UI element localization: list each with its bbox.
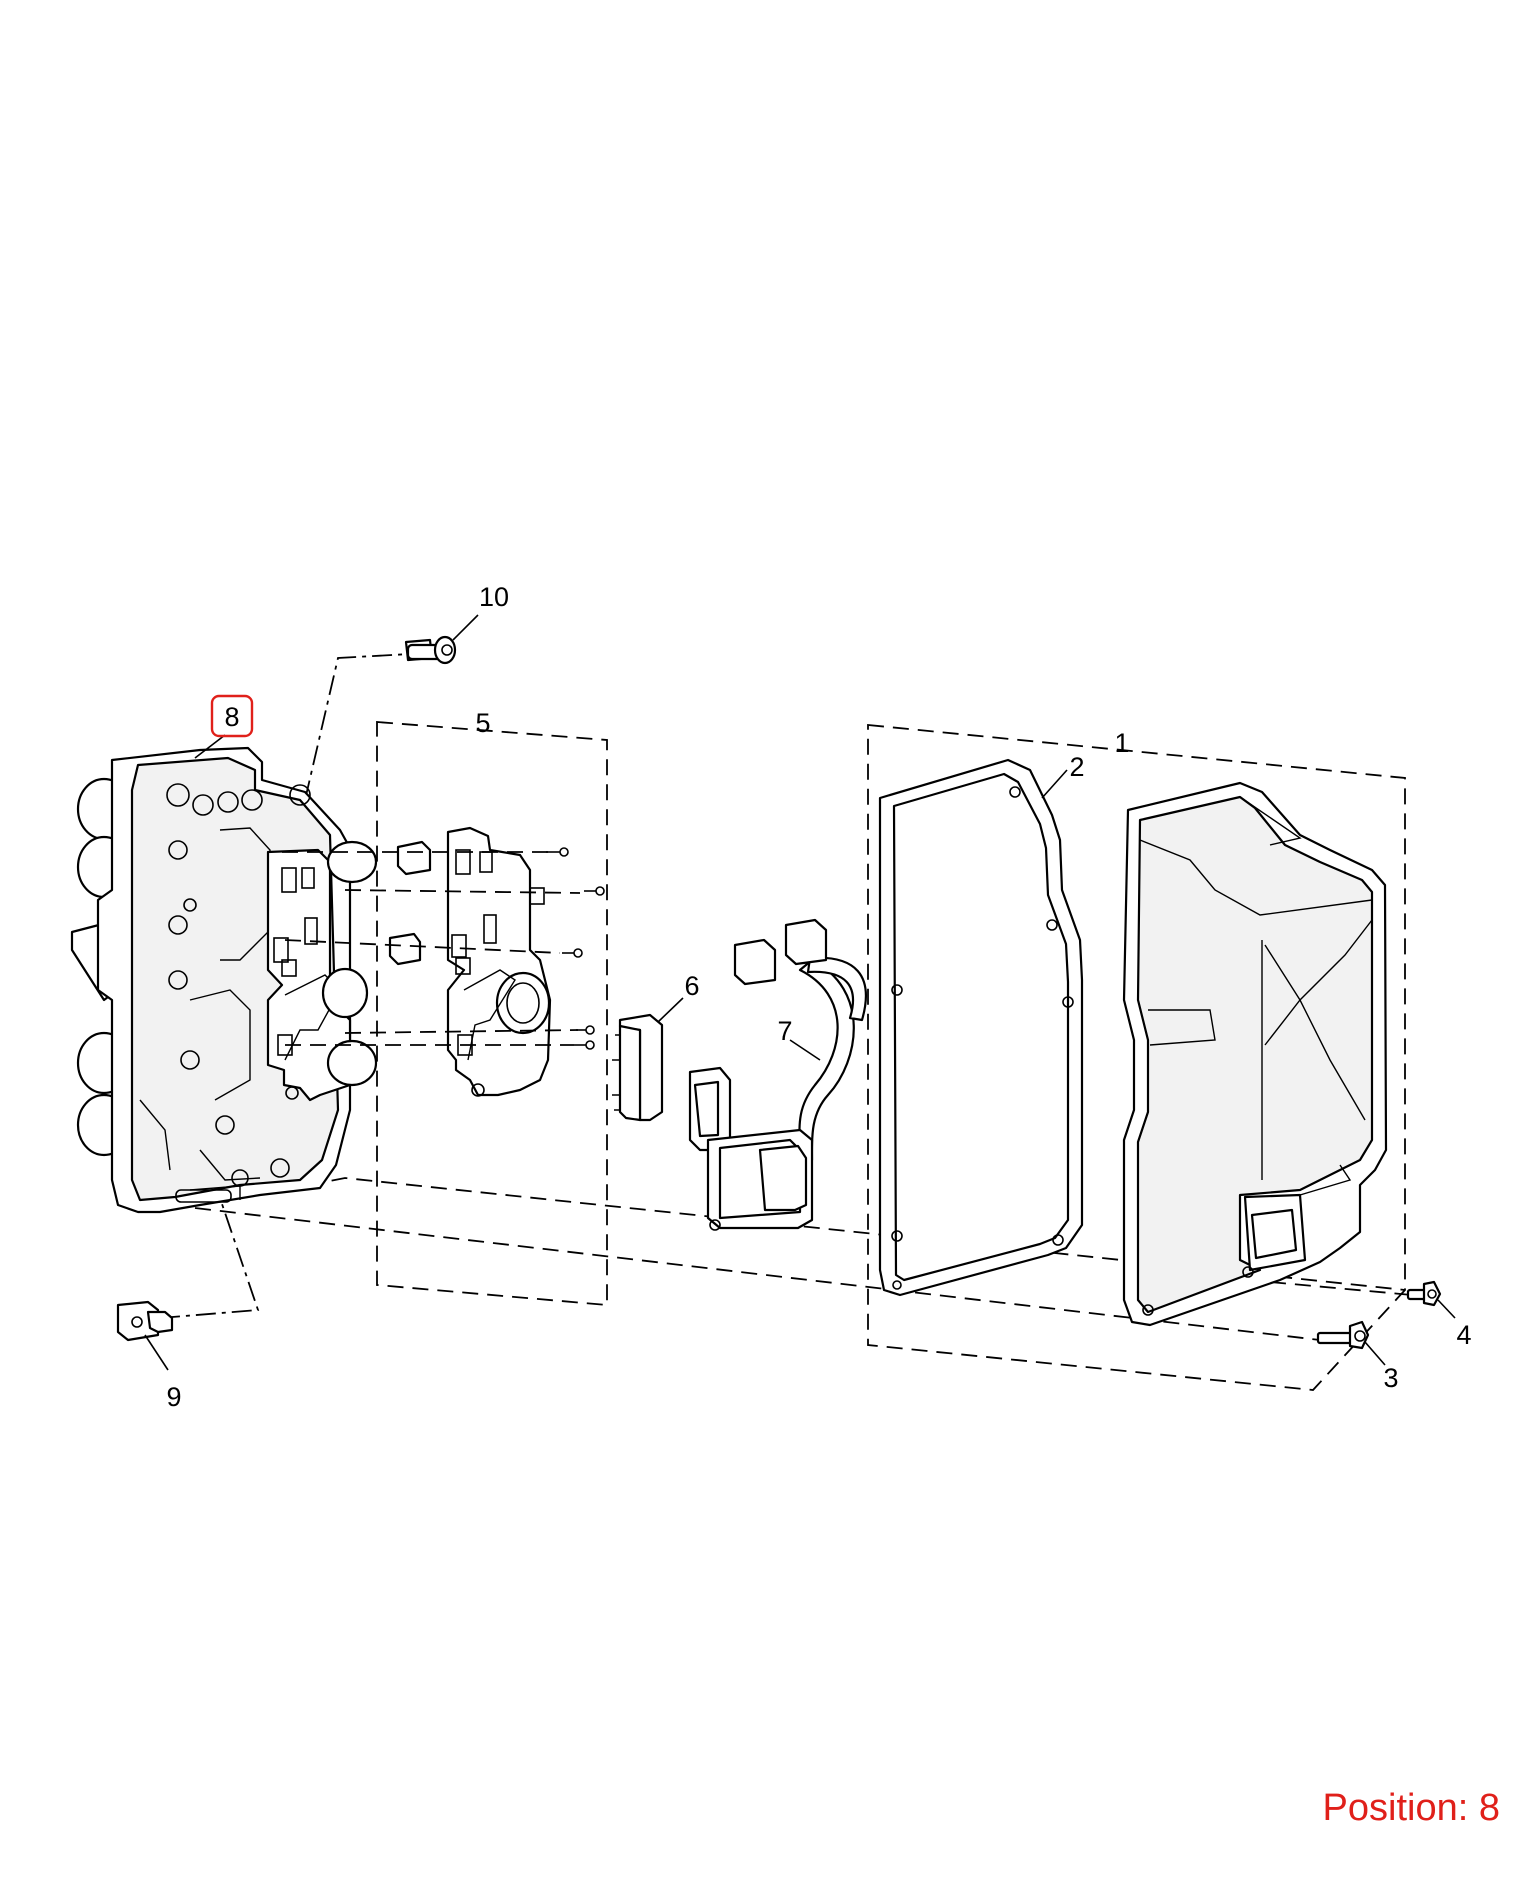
callout-6[interactable]: 6 bbox=[684, 971, 699, 1001]
callout-1[interactable]: 1 bbox=[1114, 728, 1129, 758]
callout-10[interactable]: 10 bbox=[479, 582, 509, 612]
group-box-5 bbox=[376, 721, 608, 1306]
bolt-3[interactable] bbox=[1316, 1320, 1370, 1350]
group-box-1 bbox=[867, 724, 1406, 1391]
leader-2 bbox=[1041, 769, 1068, 799]
callout-5[interactable]: 5 bbox=[475, 708, 490, 738]
bolt-10[interactable] bbox=[404, 635, 457, 665]
callout-8[interactable]: 8 bbox=[224, 702, 239, 732]
leader-10 bbox=[452, 614, 479, 641]
leader-4 bbox=[1437, 1299, 1456, 1319]
leader-9 bbox=[144, 1334, 169, 1371]
solenoid-assembly-5[interactable] bbox=[282, 826, 605, 1097]
alignment-line-bolt-3 bbox=[194, 1207, 1321, 1341]
wiring-harness-7[interactable] bbox=[688, 918, 867, 1231]
oil-pan-1[interactable] bbox=[1122, 781, 1388, 1327]
callout-3[interactable]: 3 bbox=[1383, 1363, 1398, 1393]
leader-8 bbox=[194, 734, 226, 759]
gasket-2[interactable] bbox=[878, 758, 1084, 1297]
callout-9[interactable]: 9 bbox=[166, 1382, 181, 1412]
leader-3 bbox=[1364, 1341, 1386, 1366]
connector-6[interactable] bbox=[612, 1013, 664, 1122]
solenoid-plate-rear[interactable] bbox=[266, 840, 378, 1102]
alignment-line-bolt-10 bbox=[304, 652, 429, 801]
callout-2[interactable]: 2 bbox=[1069, 752, 1084, 782]
highlight-box bbox=[210, 694, 254, 738]
clip-9[interactable] bbox=[116, 1300, 174, 1342]
bolt-4[interactable] bbox=[1406, 1280, 1442, 1307]
leader-7 bbox=[789, 1039, 821, 1061]
callout-7[interactable]: 7 bbox=[777, 1016, 792, 1046]
position-label: Position: 8 bbox=[1322, 1787, 1500, 1829]
leader-6 bbox=[657, 997, 684, 1023]
callout-4[interactable]: 4 bbox=[1456, 1320, 1471, 1350]
